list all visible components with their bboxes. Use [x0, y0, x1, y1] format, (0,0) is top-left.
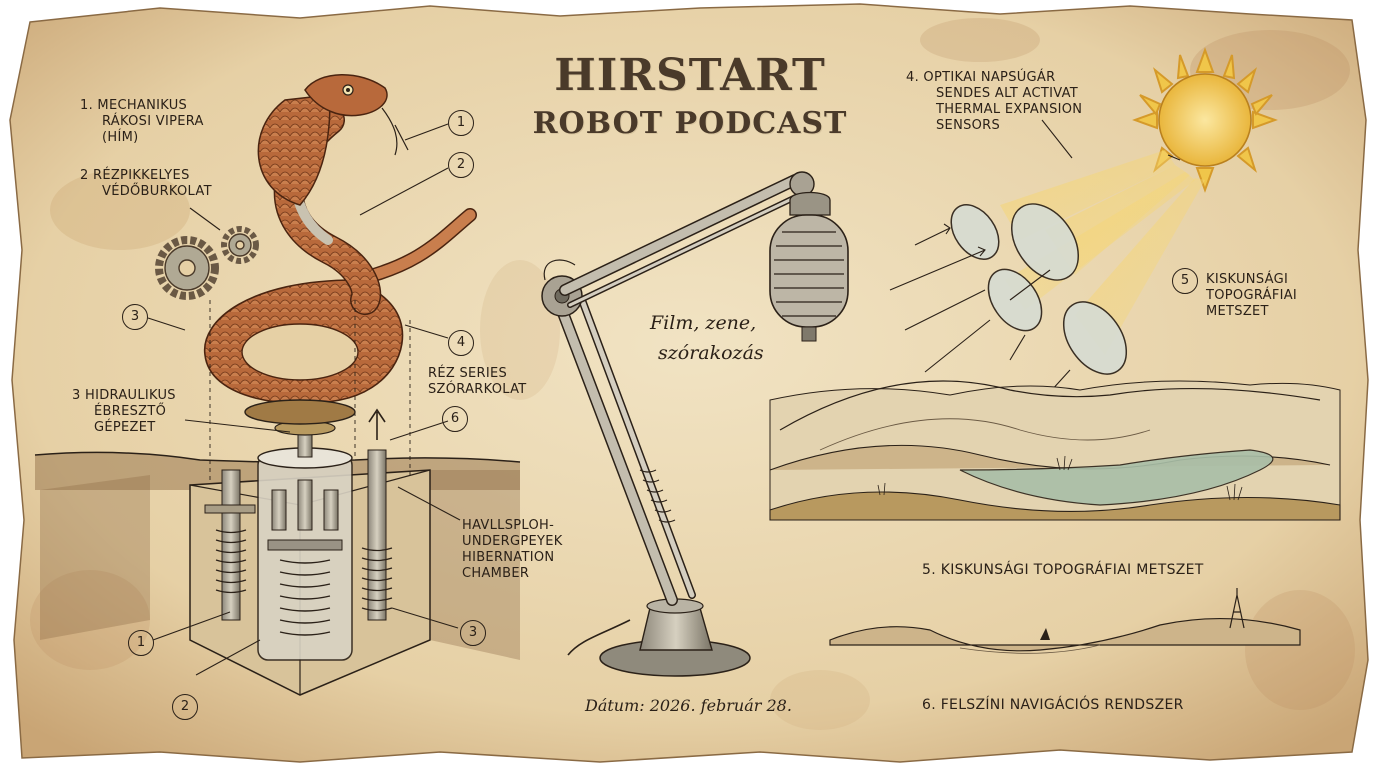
scale-armor-label-line2: VÉDŐBURKOLAT	[102, 184, 212, 199]
callout-5: 5	[1172, 268, 1198, 294]
viper-label-line3: (HÍM)	[102, 130, 139, 145]
callout-2-top: 2	[448, 152, 474, 178]
chamber-label-line2: UNDERGPEYEK	[462, 534, 563, 549]
chamber-label-line3: HIBERNATION	[462, 550, 555, 565]
callout-2-bottom: 2	[172, 694, 198, 720]
topography-side-line2: TOPOGRÁFIAI	[1206, 288, 1298, 303]
date-label: Dátum: 2026. február 28.	[585, 696, 792, 715]
callout-6: 6	[442, 406, 468, 432]
scale-armor-label: 2 RÉZPIKKELYES VÉDŐBURKOLAT	[80, 168, 212, 200]
light-arrows	[889, 119, 1073, 393]
optics-label-line4: SENSORS	[936, 118, 1001, 133]
callout-3-bottom: 3	[460, 620, 486, 646]
callout-1-bottom: 1	[128, 630, 154, 656]
optics-label: 4. OPTIKAI NAPSÚGÁR SENDES ALT ACTIVAT T…	[906, 70, 1082, 134]
copper-series-label: RÉZ SERIES SZÓRARKOLAT	[428, 366, 527, 398]
optics-label-line2: SENDES ALT ACTIVAT	[936, 86, 1079, 101]
callout-3-left: 3	[122, 304, 148, 330]
viper-label-line2: RÁKOSI VIPERA	[102, 114, 204, 129]
optics-label-line1: 4. OPTIKAI NAPSÚGÁR	[906, 70, 1056, 85]
guide-lines	[209, 300, 411, 480]
optics-label-line3: THERMAL EXPANSION	[936, 102, 1083, 117]
scale-armor-label-line1: 2 RÉZPIKKELYES	[80, 168, 190, 183]
copper-series-label-line2: SZÓRARKOLAT	[428, 382, 527, 397]
topography-side-line3: METSZET	[1206, 304, 1269, 319]
hydraulic-label: 3 HIDRAULIKUS ÉBRESZTŐ GÉPEZET	[72, 388, 176, 436]
hydraulic-label-line3: GÉPEZET	[94, 420, 156, 435]
copper-series-label-line1: RÉZ SERIES	[428, 366, 508, 381]
hibernation-chamber-label: HAVLLSPLOH- UNDERGPEYEK HIBERNATION CHAM…	[462, 518, 563, 582]
hibernation-chamber	[189, 408, 431, 696]
topographic-landscape	[769, 380, 1341, 521]
callout-4: 4	[448, 330, 474, 356]
viper-label: 1. MECHANIKUS RÁKOSI VIPERA (HÍM)	[80, 98, 204, 146]
tagline-line1: Film, zene,	[650, 312, 757, 334]
lens-array	[950, 203, 1128, 375]
topography-side-label: KISKUNSÁGI TOPOGRÁFIAI METSZET	[1206, 272, 1297, 320]
microphone-stand	[541, 171, 849, 677]
hydraulic-label-line2: ÉBRESZTŐ	[94, 404, 167, 419]
chamber-label-line1: HAVLLSPLOH-	[462, 518, 555, 533]
page-title-line2: ROBOT PODCAST	[532, 106, 848, 141]
callout-1-top: 1	[448, 110, 474, 136]
tagline-line2: szórakozás	[658, 342, 764, 364]
leader-lines-left	[147, 123, 461, 676]
viper-label-line1: 1. MECHANIKUS	[80, 98, 188, 113]
navigation-terrain	[829, 588, 1301, 654]
hydraulic-label-line1: 3 HIDRAULIKUS	[72, 388, 176, 403]
topography-side-line1: KISKUNSÁGI	[1206, 272, 1289, 287]
topography-caption: 5. KISKUNSÁGI TOPOGRÁFIAI METSZET	[922, 562, 1204, 578]
mechanical-viper-icon	[203, 74, 477, 425]
navigation-caption: 6. FELSZÍNI NAVIGÁCIÓS RENDSZER	[922, 697, 1184, 713]
page-title-line1: HIRSTART	[554, 50, 826, 101]
chamber-label-line4: CHAMBER	[462, 566, 530, 581]
